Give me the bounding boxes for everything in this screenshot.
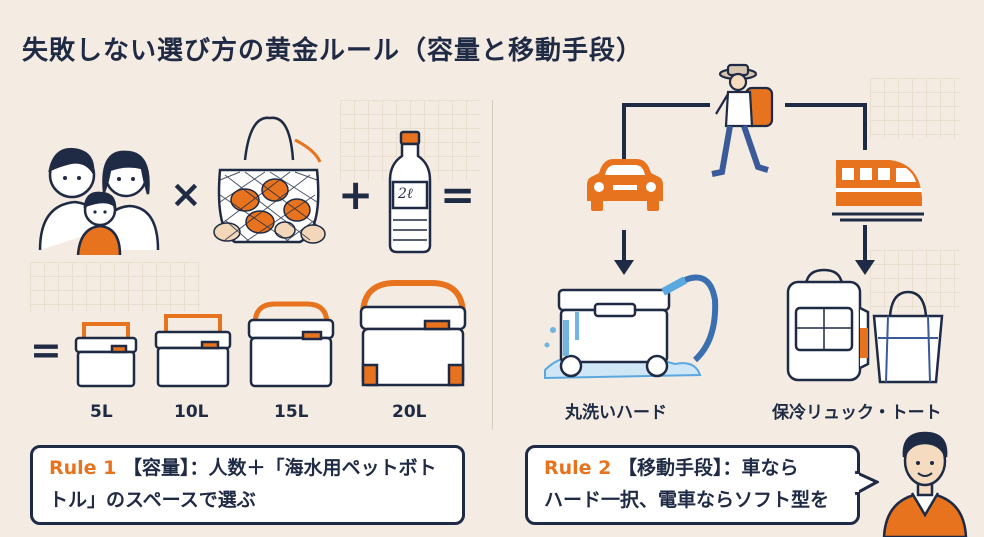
- equals-symbol: =: [440, 170, 476, 219]
- speech-tail: [855, 470, 879, 496]
- cooler-icon: [74, 322, 138, 388]
- rule-1-line1: 【容量】：人数＋「海水用ペットボト: [123, 457, 437, 479]
- section-divider: [492, 100, 493, 430]
- grid-decoration: [870, 78, 960, 138]
- cooler-icon: [359, 280, 467, 387]
- capacity-label: 15L: [274, 402, 309, 422]
- hiker-icon: [711, 63, 774, 177]
- rule-1-box: Rule 1 【容量】：人数＋「海水用ペットボト トル」のスペースで選ぶ: [30, 445, 465, 525]
- route-diagram: [614, 103, 875, 275]
- grid-decoration: [30, 262, 200, 312]
- rule-1-line2: トル」のスペースで選ぶ: [49, 489, 256, 511]
- cooler-icon: [154, 314, 232, 388]
- train-icon: [832, 160, 924, 222]
- capacity-label: 20L: [392, 402, 427, 422]
- page-title: 失敗しない選び方の黄金ルール（容量と移動手段）: [22, 36, 644, 66]
- water-bottle-icon: [388, 130, 432, 254]
- rule-2-line2: ハード一択、電車ならソフト型を: [544, 489, 830, 511]
- bottle-label: 2ℓ: [398, 186, 413, 202]
- equals-symbol-2: =: [30, 328, 62, 372]
- rule-2-line1: 【移動手段】：車なら: [618, 457, 799, 479]
- cooler-icon: [247, 301, 335, 388]
- rule-2-key: Rule 2: [544, 457, 612, 479]
- times-symbol: ×: [170, 172, 202, 216]
- tote-bag-icon: [872, 290, 944, 384]
- mesh-bag-icon: [213, 116, 326, 244]
- capacity-label: 5L: [90, 402, 113, 422]
- man-avatar-icon: [882, 431, 968, 537]
- rule-1-key: Rule 1: [49, 457, 117, 479]
- capacity-label: 10L: [174, 402, 209, 422]
- washed-cooler-icon: [544, 274, 719, 380]
- backpack-icon: [786, 268, 870, 382]
- transport-label-soft: 保冷リュック・トート: [772, 403, 942, 423]
- rule-2-box: Rule 2 【移動手段】：車なら ハード一択、電車ならソフト型を: [525, 445, 860, 525]
- family-icon: [38, 147, 160, 255]
- plus-symbol: +: [338, 170, 374, 219]
- transport-label-hard: 丸洗いハード: [565, 403, 667, 423]
- grid-decoration: [870, 250, 960, 310]
- car-icon: [587, 159, 663, 211]
